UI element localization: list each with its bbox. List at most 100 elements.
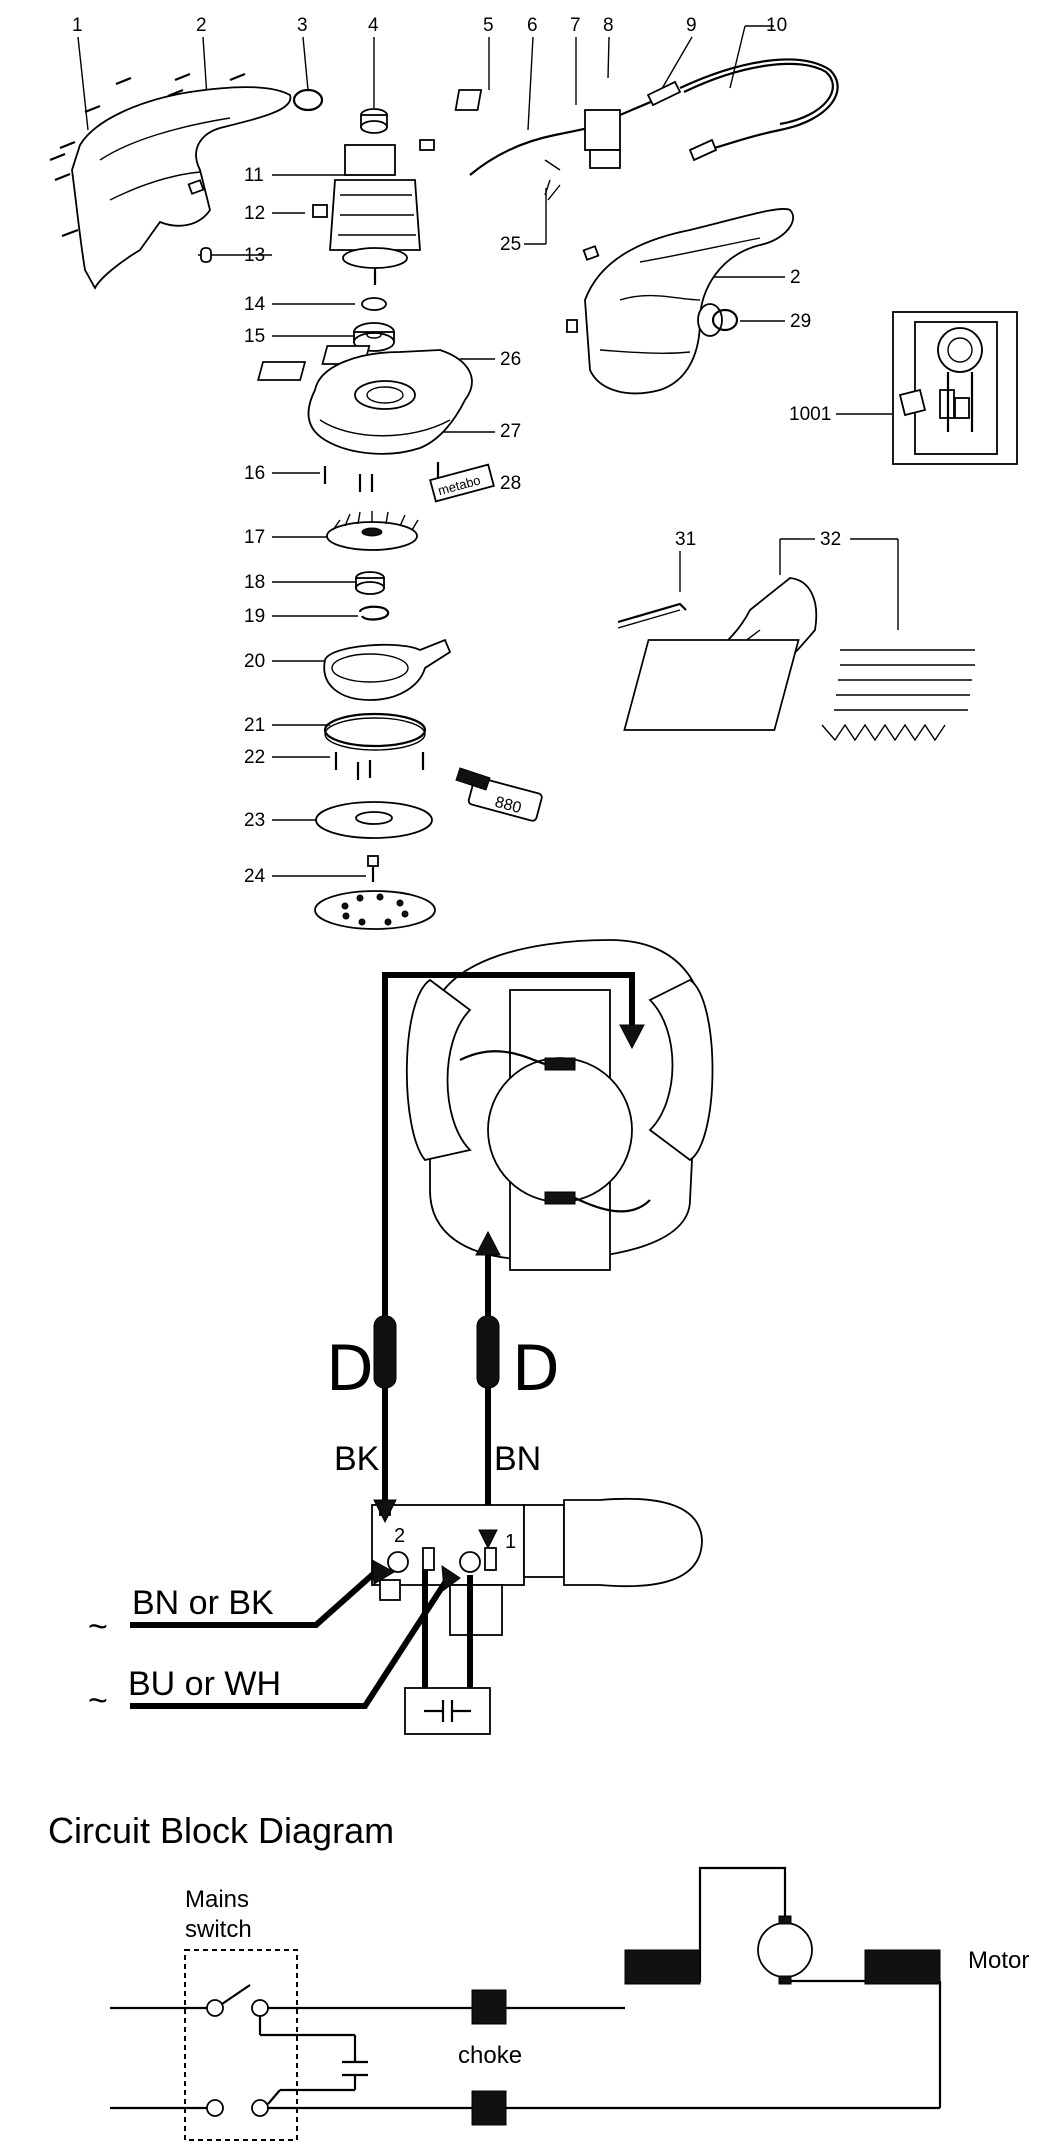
- fan-item-17: [326, 511, 419, 551]
- capacitor: [404, 1687, 491, 1735]
- switch-assembly: [454, 58, 839, 201]
- tilde-top: ~: [88, 1608, 108, 1646]
- armature-item-11: [312, 139, 435, 285]
- mains-switch-label-2: switch: [185, 1916, 252, 1943]
- grease-tube-label: 880: [493, 794, 523, 817]
- sanding-disc: [314, 890, 436, 930]
- arrow-motor-right: [619, 1024, 645, 1050]
- callout-23: 23: [244, 810, 265, 831]
- choke-d-right: [476, 1315, 500, 1389]
- callout-29: 29: [790, 311, 811, 332]
- bearing-item-18: [355, 571, 385, 595]
- switch-contact-1: [206, 1999, 224, 2017]
- motor-label: Motor: [968, 1947, 1029, 1974]
- switch-contact-3: [206, 2099, 224, 2117]
- callout-8: 8: [603, 15, 614, 36]
- callout-24: 24: [244, 866, 266, 887]
- circlip-item-19: [358, 605, 390, 621]
- housing-half-left: [71, 86, 292, 290]
- seal-ring-item-21: [323, 712, 427, 748]
- bearing-item-15: [353, 322, 395, 352]
- callout-25: 25: [500, 234, 521, 255]
- choke-d-left-label: D: [326, 1332, 374, 1405]
- bearing-housing-item-27: [307, 349, 473, 455]
- wire-bk-label: BK: [334, 1440, 380, 1478]
- screw-item-24: [367, 855, 379, 882]
- backing-pad-item-23: [315, 801, 433, 839]
- callout-6: 6: [527, 15, 538, 36]
- dust-box-item-32: [623, 577, 975, 742]
- callout-5: 5: [483, 15, 494, 36]
- mains-switch-box: [184, 1949, 298, 2141]
- mains-switch-label-1: Mains: [185, 1886, 249, 1913]
- switch-contact-4: [251, 2099, 269, 2117]
- callout-12: 12: [244, 203, 265, 224]
- callout-27: 27: [500, 421, 521, 442]
- arrow-terminal-1: [478, 1529, 498, 1550]
- choke-label: choke: [458, 2042, 522, 2069]
- callout-15: 15: [244, 326, 265, 347]
- callout-17: 17: [244, 527, 265, 548]
- brand-label-item-28: metabo: [429, 463, 495, 503]
- callout-11: 11: [244, 165, 264, 186]
- mains-switch-body: [371, 1497, 703, 1636]
- supply-wires: [130, 1565, 473, 1709]
- callout-1: 1: [72, 15, 83, 36]
- leader-lines: [77, 25, 899, 877]
- switch-terminal-1: 1: [505, 1531, 516, 1553]
- input-label-bottom: BU or WH: [128, 1665, 281, 1703]
- switch-terminal-2: 2: [394, 1525, 405, 1547]
- callout-26: 26: [500, 349, 521, 370]
- field-winding-left: [624, 1949, 701, 1985]
- block-diagram-title: Circuit Block Diagram: [48, 1810, 394, 1851]
- arrow-terminal-2: [373, 1499, 397, 1524]
- callout-19: 19: [244, 606, 265, 627]
- screws-item-1: [49, 72, 246, 238]
- callout-22: 22: [244, 747, 265, 768]
- wiring-diagram: D D BK BN 2 1 BN or BK: [88, 939, 714, 1735]
- wire-bn-label: BN: [494, 1440, 541, 1478]
- callout-1001: 1001: [789, 404, 831, 425]
- label-item-26b: [257, 361, 307, 381]
- input-label-top: BN or BK: [132, 1584, 274, 1622]
- callout-28: 28: [500, 473, 521, 494]
- seal-ring-item-21b: [324, 717, 426, 751]
- callout-2b: 2: [790, 267, 801, 288]
- callout-16: 16: [244, 463, 265, 484]
- callout-31: 31: [675, 529, 696, 550]
- choke-block-bottom: [471, 2090, 507, 2126]
- switch-contact-2: [251, 1999, 269, 2017]
- callout-4: 4: [368, 15, 379, 36]
- hex-key-item-31: [617, 602, 687, 624]
- o-ring-item-29: [711, 308, 739, 332]
- dust-guide-item-20: [323, 638, 452, 701]
- circuit-block-diagram: Circuit Block Diagram Mains switch choke…: [48, 1810, 1029, 2141]
- part-item-13: [200, 247, 212, 263]
- callout-2: 2: [196, 15, 207, 36]
- exploded-view: 1 2 3 4 5 6 7 8 9 10 11 12 13 14 15 26 2…: [49, 15, 1018, 930]
- screws-item-22: [334, 752, 425, 780]
- inset-item-1001: [892, 311, 1018, 465]
- field-winding-right: [864, 1949, 941, 1985]
- callout-20: 20: [244, 651, 265, 672]
- choke-d-left: [373, 1315, 397, 1389]
- arrow-supply-bottom: [441, 1565, 461, 1591]
- choke-block-top: [471, 1989, 507, 2025]
- callout-18: 18: [244, 572, 265, 593]
- bearing-item-4: [360, 108, 388, 134]
- callout-14: 14: [244, 294, 266, 315]
- washer-item-14: [361, 297, 387, 311]
- tilde-bottom: ~: [88, 1682, 108, 1720]
- callout-21: 21: [244, 715, 265, 736]
- callout-10: 10: [766, 15, 787, 36]
- housing-right-item-2: [566, 208, 795, 395]
- choke-d-right-label: D: [512, 1332, 560, 1405]
- callout-32: 32: [820, 529, 841, 550]
- callout-3: 3: [297, 15, 308, 36]
- hex-key-item-31b: [617, 609, 681, 629]
- motor-symbol: [757, 1915, 813, 1985]
- screws-item-16: [323, 462, 440, 492]
- callout-7: 7: [570, 15, 581, 36]
